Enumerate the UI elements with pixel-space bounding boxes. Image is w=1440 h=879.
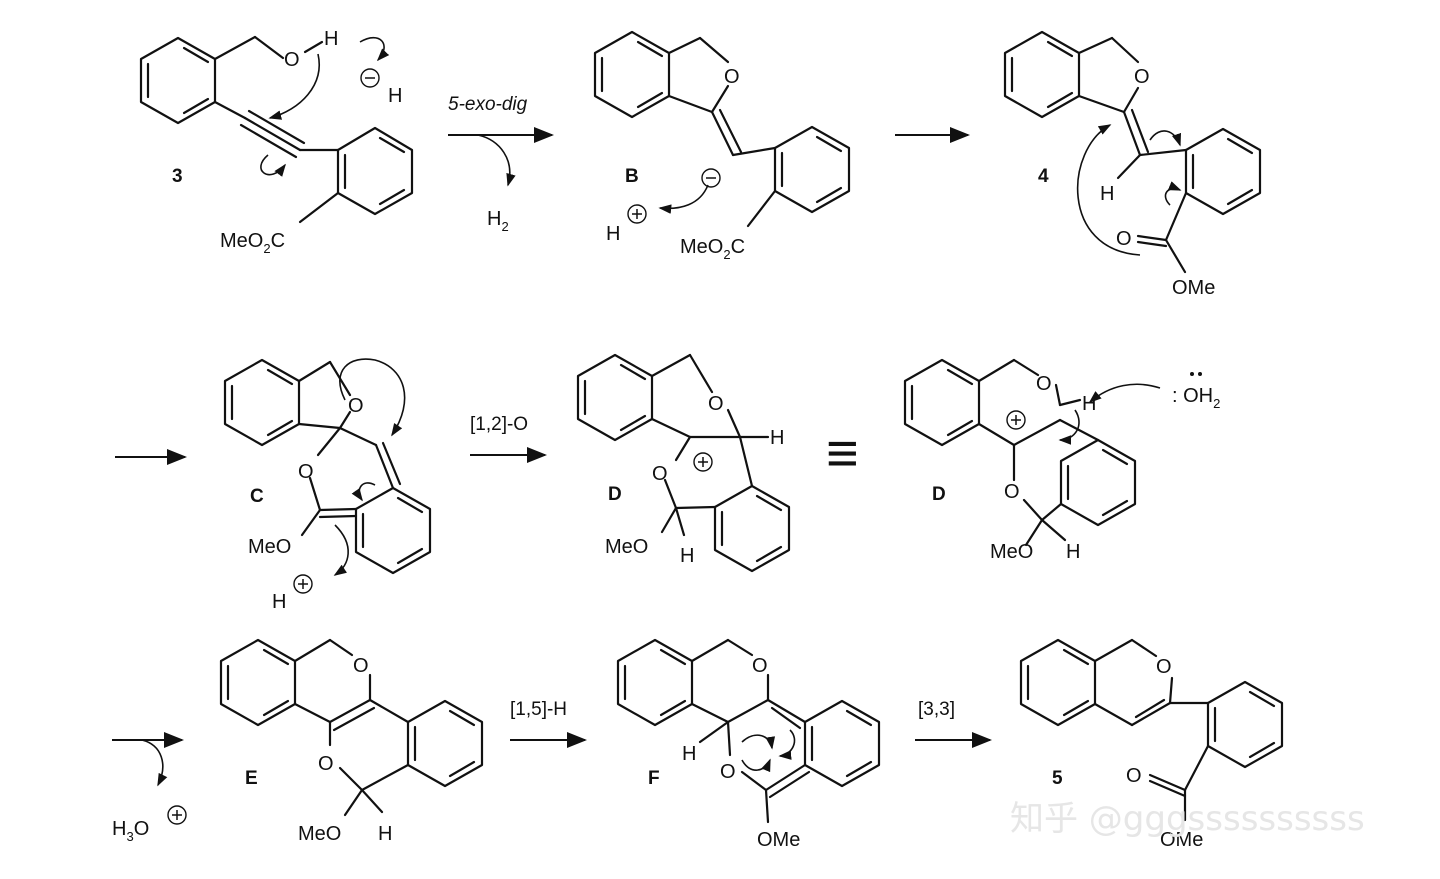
compound-e-structure [219,638,484,817]
label-meo-d2: MeO [990,541,1033,563]
label-h-plus-b: H [606,223,620,245]
label-o-5-ring: O [1156,656,1172,678]
label-o-d1-pyran: O [652,463,668,485]
label-o-f-top: O [752,655,768,677]
label-ome-4: OMe [1172,277,1215,299]
label-carbonyl-o-4: O [1116,228,1132,250]
label-meo-c: MeO [248,536,291,558]
label-ome-5: OMe [1160,829,1203,851]
label-h-4: H [1100,183,1114,205]
compound-5-structure [1019,638,1284,822]
condition-1-5-h: [1,5]-H [510,699,567,720]
compound-label-e: E [245,768,258,789]
condition-1-2-o: [1,2]-O [470,414,528,435]
compound-label-4: 4 [1038,166,1049,187]
label-h-f: H [682,743,696,765]
label-carbonyl-o-5: O [1126,765,1142,787]
charge-minus [360,68,380,88]
compound-d-structure-1 [576,353,791,573]
watermark-text: 知乎 @gggssssssssss [1010,799,1365,839]
label-h-d1-bottom: H [680,545,694,567]
compound-4-structure [1003,30,1262,274]
label-h-plus-c: H [272,591,286,613]
label-o-4: O [1134,66,1150,88]
label-o-c-ring: O [348,395,364,417]
label-h-e: H [378,823,392,845]
ester-label-b: MeO2C [680,236,745,262]
label-o-e-pyran: O [318,753,334,775]
compound-3-structure [139,35,414,224]
compound-label-d-2: D [932,484,946,505]
compound-label-f: F [648,768,660,789]
equivalence-sign: ≡ [826,421,859,484]
label-o-e-top: O [353,655,369,677]
compound-f-structure [616,638,881,824]
label-meo-e: MeO [298,823,341,845]
condition-3-3: [3,3] [918,699,955,720]
compound-label-3: 3 [172,166,183,187]
byproduct-h3o: H3O [112,818,149,844]
compound-b-structure [593,30,851,228]
label-ome-f: OMe [757,829,800,851]
label-h-d2-top: H [1082,393,1096,415]
condition-5-exo-dig: 5-exo-dig [448,94,528,115]
label-o-d2-ring: O [1036,373,1052,395]
label-o-d2-pyran: O [1004,481,1020,503]
byproduct-h2: H2 [487,208,509,234]
label-o-b: O [724,66,740,88]
compound-label-b: B [625,166,639,187]
compound-d-structure-2 [903,358,1161,547]
label-o-c-pyran: O [298,461,314,483]
ester-label-3: MeO2C [220,230,285,256]
compound-label-d-1: D [608,484,622,505]
label-o-3: O [284,49,300,71]
compound-label-c: C [250,486,264,507]
label-h-3: H [324,28,338,50]
label-meo-d1: MeO [605,536,648,558]
compound-c-structure [223,358,432,576]
label-h-d1-top: H [770,427,784,449]
label-o-d1-ring: O [708,393,724,415]
label-h-d2-bottom: H [1066,541,1080,563]
label-o-f-pyran: O [720,761,736,783]
compound-label-5: 5 [1052,768,1063,789]
water-nucleophile: : OH2 [1172,385,1220,411]
label-hydride-h: H [388,85,402,107]
